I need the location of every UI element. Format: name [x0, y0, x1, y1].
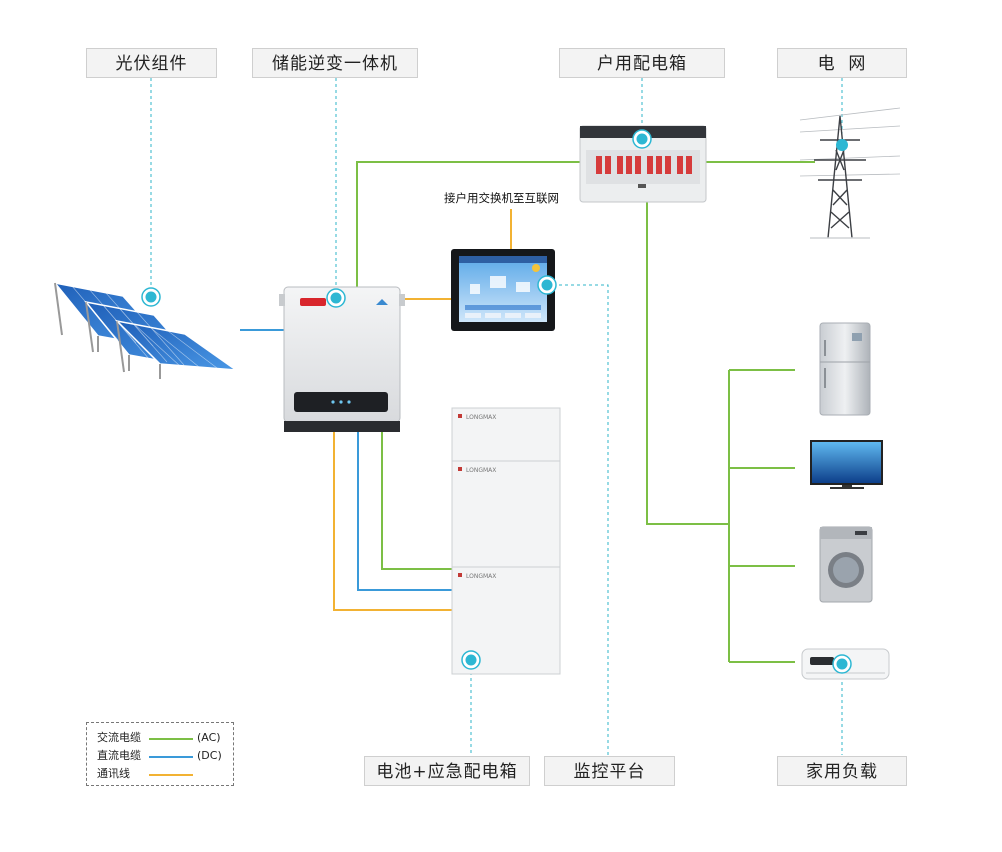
dc-inverter-to-battery	[357, 432, 452, 591]
legend-dc-code: (DC)	[197, 749, 222, 762]
ac-inverter-to-box	[356, 161, 580, 290]
legend-ac-line	[149, 738, 193, 740]
ac-lines	[356, 161, 815, 663]
pv-panel	[114, 319, 239, 379]
legend-dc-label: 直流电缆	[97, 749, 141, 762]
battery-brand-1: LONGMAX	[466, 414, 496, 421]
battery-stack: LONGMAX LONGMAX LONGMAX	[451, 407, 561, 675]
dot-pv	[141, 287, 161, 307]
dot-inverter	[326, 288, 346, 308]
dot-monitor	[537, 275, 557, 295]
connection-dots	[141, 129, 852, 674]
label-loads: 家用负载	[777, 756, 907, 786]
ac-inverter-to-battery	[381, 432, 452, 570]
label-inverter: 储能逆变一体机	[252, 48, 418, 78]
inverter	[279, 286, 405, 432]
legend-ac-label: 交流电缆	[97, 731, 141, 744]
dot-grid	[836, 139, 848, 151]
battery-brand-3: LONGMAX	[466, 573, 496, 580]
dot-loads	[832, 654, 852, 674]
battery-brand-2: LONGMAX	[466, 467, 496, 474]
tv	[810, 440, 883, 489]
ac-box-to-loads	[646, 202, 729, 525]
legend-comm-label: 通讯线	[97, 767, 130, 780]
monitor-screen	[451, 249, 555, 331]
label-grid: 电 网	[777, 48, 907, 78]
legend-ac-code: (AC)	[197, 731, 221, 744]
distribution-box	[579, 125, 707, 203]
grid-tower	[799, 107, 901, 239]
comm-inverter-to-battery	[333, 432, 452, 611]
label-distribution-box: 户用配电箱	[559, 48, 725, 78]
dc-lines	[240, 329, 452, 591]
washing-machine	[819, 526, 873, 603]
legend: 交流电缆 (AC) 直流电缆 (DC) 通讯线	[86, 722, 234, 786]
comm-lines	[333, 209, 512, 611]
legend-dc-line	[149, 756, 193, 758]
leader-monitor	[547, 284, 609, 755]
label-battery: 电池+应急配电箱	[364, 756, 530, 786]
dot-distribution	[632, 129, 652, 149]
label-pv: 光伏组件	[86, 48, 217, 78]
dot-battery	[461, 650, 481, 670]
legend-comm-line	[149, 774, 193, 776]
switch-note: 接户用交换机至互联网	[444, 191, 559, 205]
pv-panels	[53, 281, 239, 379]
label-monitor: 监控平台	[544, 756, 675, 786]
fridge	[819, 322, 871, 416]
